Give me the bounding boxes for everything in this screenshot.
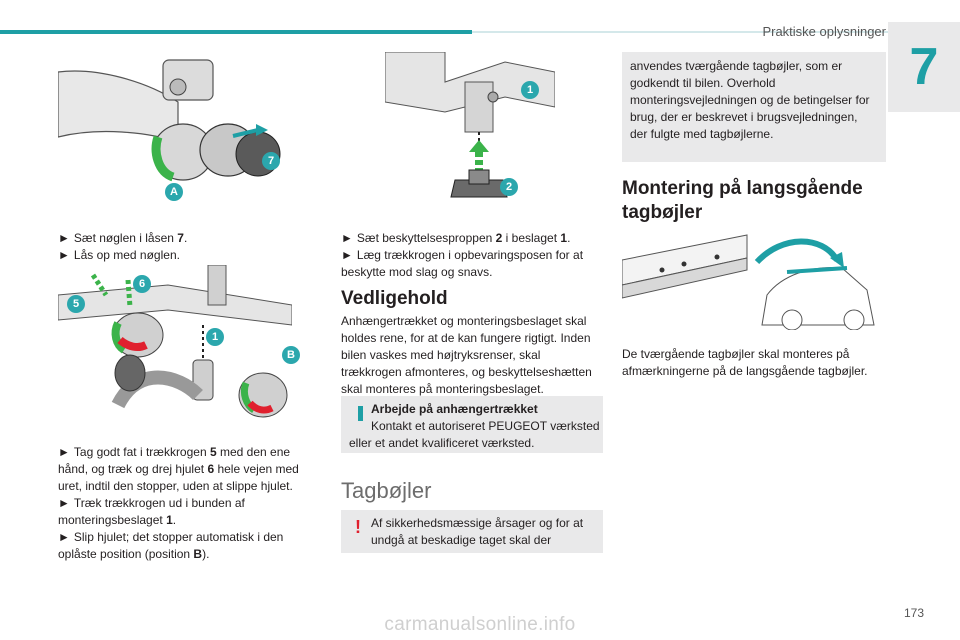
callout-2-fig3: 2 [500,178,518,196]
tow-hook-removal-illustration [58,265,292,418]
section-title: Praktiske oplysninger [762,24,886,39]
step-unlock: ►Lås op med nøglen. [58,248,180,262]
info-box: Arbejde på anhængertrækket Kontakt et au… [341,396,603,453]
roof-bars-paragraph: De tværgående tagbøjler skal monteres på… [622,346,880,380]
step-insert-cap: ►Sæt beskyttelsesproppen 2 i beslaget 1. [341,231,571,245]
callout-6: 6 [133,275,151,293]
chapter-number: 7 [888,22,960,112]
protective-cap-illustration [385,52,555,198]
continued-note: anvendes tværgående tagbøjler, som er go… [622,52,886,162]
callout-1: 1 [206,328,224,346]
info-text: Kontakt et autoriseret PEUGEOT værksted … [349,419,600,450]
callout-1-fig3: 1 [521,81,539,99]
maintenance-paragraph: Anhængertrækket og monteringsbeslaget sk… [341,313,603,398]
callout-b: B [282,346,300,364]
warning-text: Af sikkerhedsmæssige årsager og for at u… [371,516,584,547]
warning-icon: ! [355,517,361,537]
info-title: Arbejde på anhængertrækket [371,402,538,416]
step-insert-key: ►Sæt nøglen i låsen 7. [58,231,188,245]
heading-maintenance: Vedligehold [341,288,448,309]
header-accent-bar [0,30,472,34]
info-icon [358,406,363,421]
steps-cap: ►Sæt beskyttelsesproppen 2 i beslaget 1.… [341,230,603,281]
step-release-wheel: ►Slip hjulet; det stopper automatisk i d… [58,530,284,561]
roof-bars-text: De tværgående tagbøjler skal monteres på… [622,347,868,378]
lock-unlock-illustration [58,52,292,202]
roof-bars-illustration [622,234,875,330]
steps-remove-hook: ►Tag godt fat i trækkrogen 5 med den ene… [58,444,304,563]
watermark: carmanualsonline.info [384,614,576,635]
callout-7: 7 [262,152,280,170]
page-number: 173 [903,606,924,620]
heading-roof-bars: Tagbøjler [341,478,432,503]
continued-note-text: anvendes tværgående tagbøjler, som er go… [630,59,870,141]
step-store-hook: ►Læg trækkrogen i opbevaringsposen for a… [341,248,584,279]
header-rule [472,31,892,33]
heading-longitudinal-mounting: Montering på langsgående tagbøjler [622,178,863,223]
step-pull-hook: ►Træk trækkrogen ud i bunden af monterin… [58,496,245,527]
maintenance-text: Anhængertrækket og monteringsbeslaget sk… [341,314,592,396]
step-grip-hook: ►Tag godt fat i trækkrogen 5 med den ene… [58,445,299,493]
warning-box: ! Af sikkerhedsmæssige årsager og for at… [341,510,603,553]
steps-lock: ►Sæt nøglen i låsen 7. ►Lås op med nøgle… [58,230,298,264]
callout-a: A [165,183,183,201]
callout-5: 5 [67,295,85,313]
